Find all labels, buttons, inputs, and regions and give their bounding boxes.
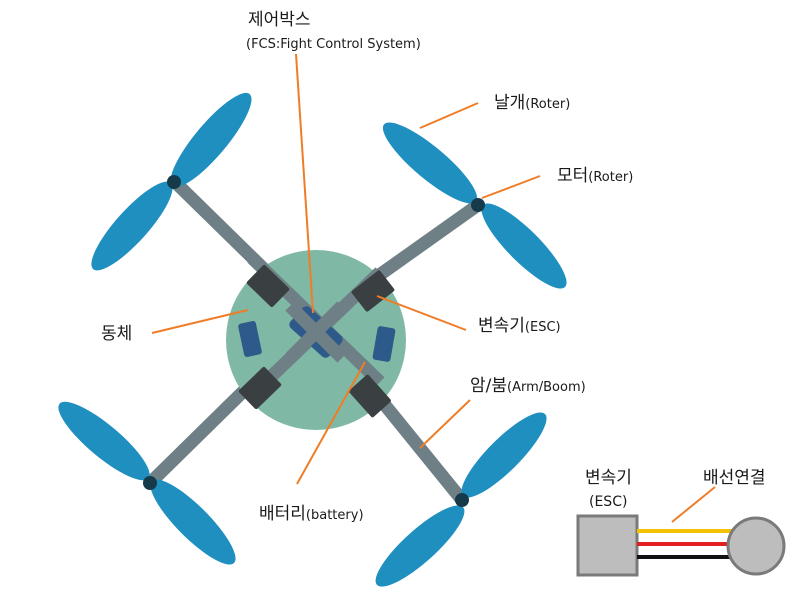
label-inset-esc-text: 변속기 (585, 468, 632, 488)
blade-bottom-left-b (150, 479, 236, 565)
leader-battery (296, 361, 366, 485)
battery-left (238, 321, 262, 357)
blade-top-right-a (382, 122, 478, 204)
label-battery-ko: 배터리 (259, 504, 306, 524)
label-arm-en: (Arm/Boom) (507, 380, 586, 395)
label-arm: 암/붐(Arm/Boom) (470, 378, 586, 395)
wiring-inset (576, 514, 786, 577)
label-body-text: 동체 (101, 324, 133, 344)
leader-lines (151, 53, 716, 523)
propellers (58, 92, 567, 587)
label-blade: 날개(Roter) (494, 95, 570, 112)
blade-bottom-left-a (58, 401, 150, 481)
leader-blade (419, 102, 479, 129)
label-battery: 배터리(battery) (259, 506, 364, 523)
motor-top-right (471, 198, 485, 212)
label-body: 동체 (101, 326, 132, 343)
label-motor: 모터(Roter) (557, 168, 633, 185)
inset-motor (726, 516, 786, 576)
label-motor-ko: 모터 (557, 166, 589, 186)
inset-esc-box (576, 514, 639, 577)
leader-esc (376, 295, 467, 331)
label-inset-esc-sub-text: (ESC) (589, 494, 628, 510)
label-inset-esc-sub: (ESC) (589, 493, 627, 509)
blade-bottom-right-b (375, 505, 465, 587)
motor-top-left (167, 175, 181, 189)
label-control-box-text: 제어박스 (248, 10, 311, 30)
label-control-box: 제어박스 (248, 12, 311, 29)
blade-top-right-b (481, 203, 567, 289)
blade-top-left-b (91, 181, 173, 271)
leader-motor (481, 175, 541, 199)
motor-bottom-right (455, 493, 469, 507)
label-esc-ko: 변속기 (478, 316, 525, 336)
label-esc-en: (ESC) (524, 320, 561, 335)
blade-top-left-a (170, 92, 252, 188)
esc-mount-top-left (246, 264, 290, 308)
label-control-box-sub: (FCS:Fight Control System) (246, 35, 421, 51)
blade-bottom-right-a (461, 412, 547, 498)
leader-control-box (295, 53, 314, 314)
label-inset-esc: 변속기 (585, 470, 632, 487)
leader-wiring (671, 486, 716, 523)
label-wiring: 배선연결 (703, 470, 766, 487)
label-arm-ko: 암/붐 (470, 376, 508, 396)
esc-mounts (238, 264, 395, 418)
label-esc: 변속기(ESC) (478, 318, 561, 335)
leader-arm (419, 399, 471, 449)
esc-mount-bottom-right (349, 374, 391, 418)
battery-right (372, 326, 396, 362)
esc-mount-bottom-left (238, 366, 282, 410)
motor-bottom-left (143, 476, 157, 490)
motor-hubs (143, 175, 485, 507)
label-wiring-text: 배선연결 (703, 468, 766, 488)
label-control-box-sub-text: (FCS:Fight Control System) (246, 37, 421, 52)
label-blade-ko: 날개 (494, 93, 526, 113)
label-battery-en: (battery) (305, 508, 364, 523)
esc-mount-top-right (351, 270, 395, 312)
label-blade-en: (Roter) (525, 97, 571, 112)
leader-body (151, 309, 249, 334)
label-motor-en: (Roter) (588, 170, 634, 185)
